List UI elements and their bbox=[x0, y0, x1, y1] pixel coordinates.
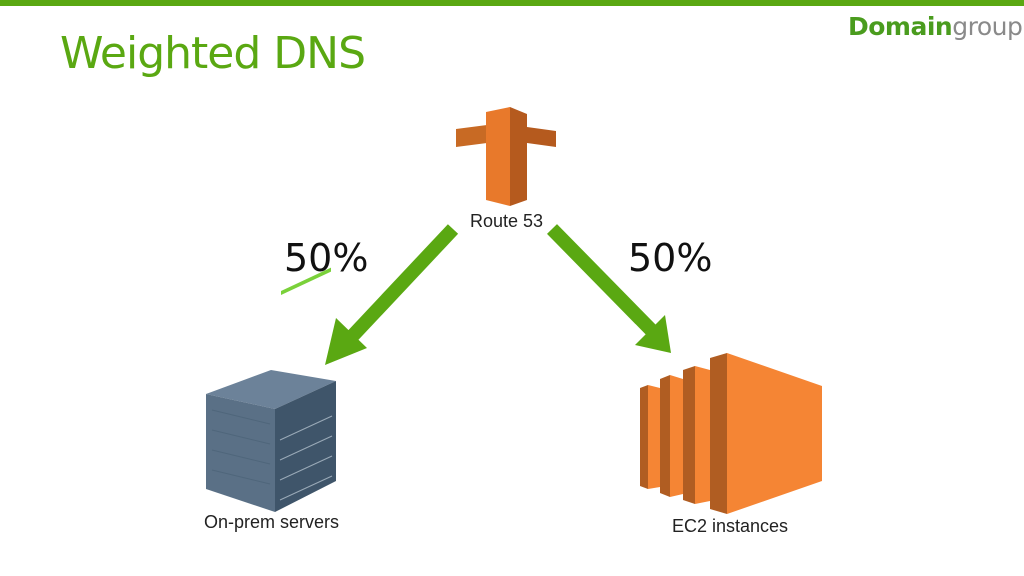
route53-label: Route 53 bbox=[470, 211, 544, 231]
top-accent-bar bbox=[0, 0, 1024, 6]
weight-ec2: 50% bbox=[628, 236, 713, 280]
arrow-to-on-prem bbox=[325, 224, 459, 365]
on-prem-label: On-prem servers bbox=[204, 512, 340, 532]
arrow-to-ec2 bbox=[547, 224, 671, 353]
logo-light-text: group bbox=[952, 12, 1023, 41]
weight-on-prem: 50% bbox=[284, 236, 369, 280]
ec2-icon bbox=[640, 353, 822, 514]
slide-title: Weighted DNS bbox=[60, 28, 366, 79]
server-icon bbox=[206, 267, 336, 512]
route53-icon bbox=[456, 107, 556, 206]
logo-bold-text: Domain bbox=[848, 12, 953, 41]
domain-group-logo: Domaingroup bbox=[848, 12, 1023, 41]
ec2-label: EC2 instances bbox=[672, 516, 789, 536]
